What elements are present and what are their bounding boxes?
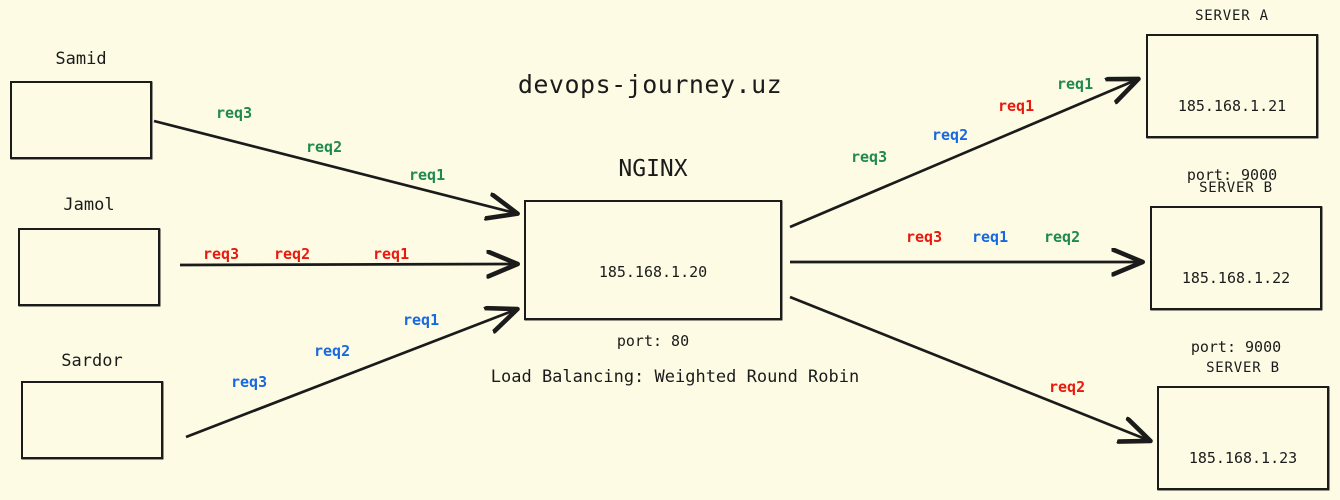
server-b-port: port: 9000	[1190, 338, 1282, 357]
req-label-upstream-a-req1-red: req1	[998, 97, 1035, 115]
server-box-b[interactable]: 185.168.1.22 port: 9000 weight: 8	[1150, 206, 1322, 426]
server-box-a[interactable]: 185.168.1.21 port: 9000 weight: 10	[1146, 34, 1318, 254]
req-label-upstream-a-req1-green: req1	[1057, 75, 1094, 93]
nginx-box[interactable]: 185.168.1.20 port: 80	[524, 200, 782, 350]
client-title-samid: Samid	[55, 49, 107, 69]
req-label-jamol-req2: req2	[274, 245, 311, 263]
server-c-ip: 185.168.1.23	[1188, 448, 1298, 467]
load-balancing-caption: Load Balancing: Weighted Round Robin	[490, 367, 860, 387]
server-c-text: 185.168.1.23 port: 9000 weight: 4	[1159, 400, 1327, 500]
page-title-domain: devops-journey.uz	[517, 70, 783, 99]
server-a-port: port: 9000	[1186, 166, 1278, 185]
req-label-samid-req2: req2	[306, 138, 343, 156]
client-title-sardor: Sardor	[61, 351, 123, 371]
req-label-upstream-a-req3: req3	[851, 148, 888, 166]
server-title-a: SERVER A	[1195, 8, 1269, 24]
nginx-box-text: 185.168.1.20 port: 80	[526, 214, 780, 400]
req-label-upstream-b-req3: req3	[906, 228, 943, 246]
arrow-jamol-to-nginx	[179, 264, 515, 265]
client-box-sardor[interactable]	[21, 381, 163, 459]
req-label-jamol-req3: req3	[203, 245, 240, 263]
req-label-upstream-b-req1: req1	[972, 228, 1009, 246]
server-box-c[interactable]: 185.168.1.23 port: 9000 weight: 4	[1157, 386, 1329, 490]
arrow-nginx-to-server-a	[789, 80, 1136, 229]
req-label-sardor-req2: req2	[314, 342, 351, 360]
server-title-b: SERVER B	[1199, 180, 1273, 196]
nginx-ip: 185.168.1.20	[598, 262, 708, 281]
nginx-label: NGINX	[618, 156, 688, 182]
req-label-sardor-req3: req3	[231, 373, 268, 391]
arrow-samid-to-nginx	[153, 119, 515, 213]
req-label-upstream-c-req2: req2	[1049, 378, 1086, 396]
req-label-upstream-b-req2: req2	[1044, 228, 1081, 246]
client-title-jamol: Jamol	[63, 195, 115, 215]
req-label-upstream-a-req2: req2	[932, 126, 969, 144]
nginx-port: port: 80	[616, 332, 690, 351]
req-label-jamol-req1: req1	[373, 245, 410, 263]
server-b-ip: 185.168.1.22	[1181, 268, 1291, 287]
req-label-samid-req1: req1	[409, 166, 446, 184]
server-title-c: SERVER B	[1206, 360, 1280, 376]
client-box-samid[interactable]	[10, 81, 152, 159]
req-label-sardor-req1: req1	[403, 311, 440, 329]
client-box-jamol[interactable]	[18, 228, 160, 306]
server-a-ip: 185.168.1.21	[1177, 96, 1287, 115]
req-label-samid-req3: req3	[216, 104, 253, 122]
